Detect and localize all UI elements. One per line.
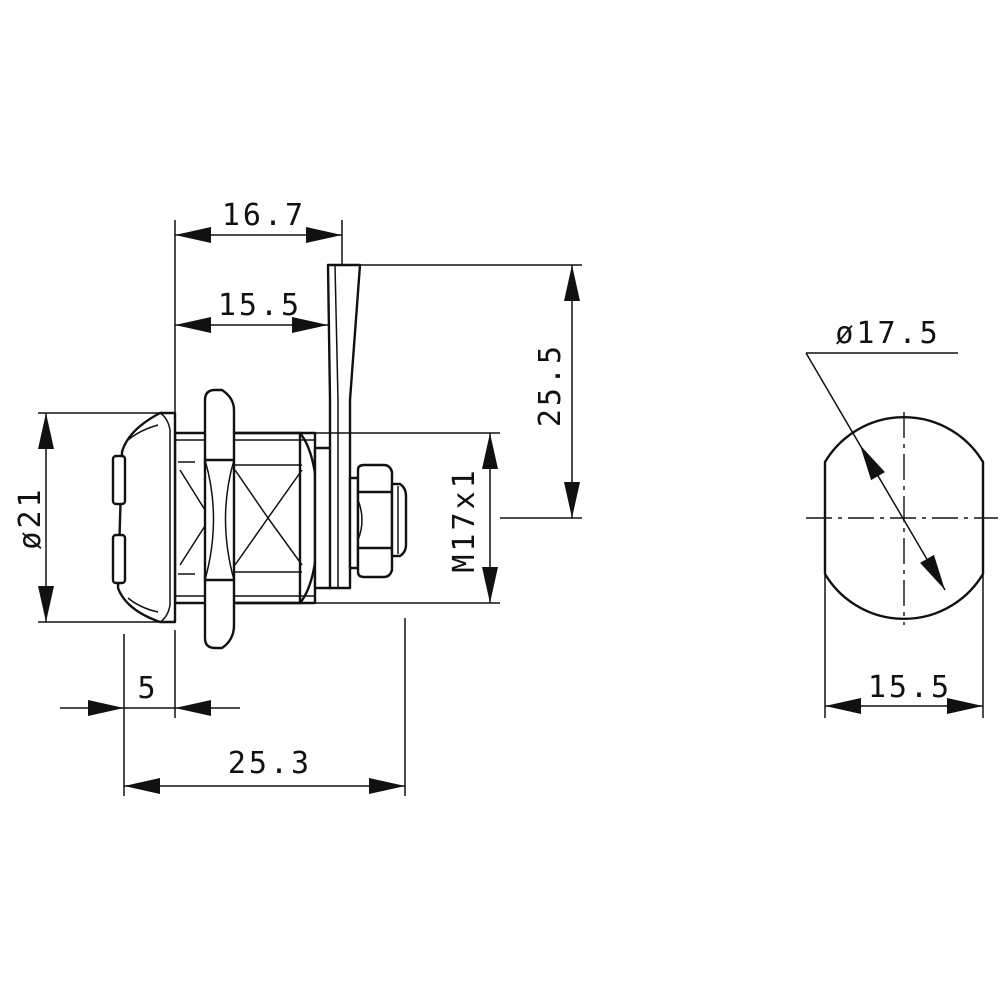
dim-cam-height: 25.5 [533,343,568,427]
lock-body [173,431,317,605]
small-nut [356,463,394,579]
side-view-dimensions: 16.7 15.5 25.5 ø21 M17x1 5 25.3 [13,198,582,796]
key-slot-lower [111,533,127,585]
dim-body-diameter: ø17.5 [835,316,940,351]
front-flange [116,411,177,624]
side-view [111,263,408,650]
dim-body-length: 15.5 [218,288,302,323]
mounting-nut [203,388,236,650]
screw-end [390,482,408,558]
dim-cam-reach: 16.7 [222,198,306,233]
end-view-dimensions: ø17.5 15.5 [805,316,984,718]
dim-flat-width: 15.5 [868,670,952,705]
dim-flange-thickness: 5 [137,671,158,706]
cam-collar [313,446,333,590]
dim-flange-diameter: ø21 [13,486,48,549]
dim-overall-length: 25.3 [228,746,312,781]
dim-thread: M17x1 [447,467,482,572]
key-slot-upper [111,454,127,506]
end-view [806,412,998,625]
